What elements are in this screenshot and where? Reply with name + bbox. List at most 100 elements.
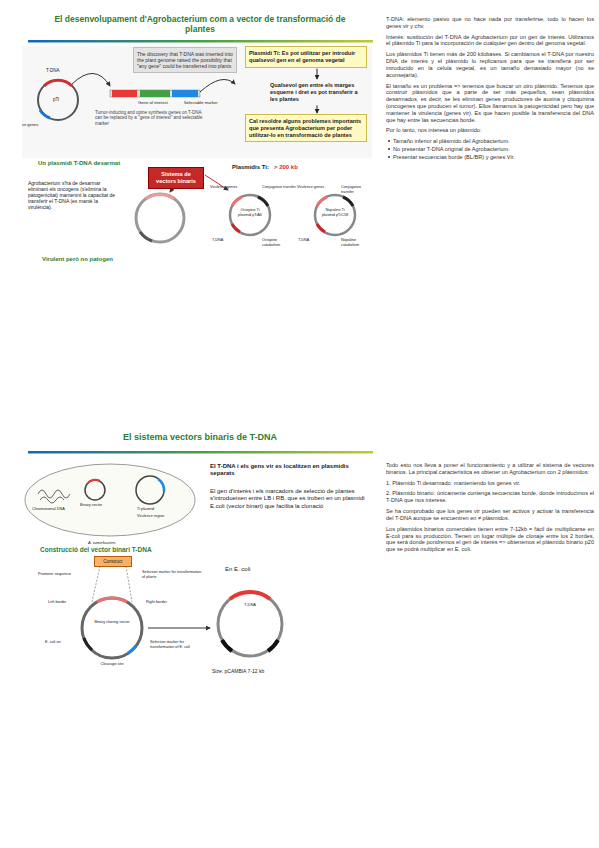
ti-plasmid-map bbox=[258, 197, 268, 206]
note-text: Interés: sustitución del T-DNA de Agroba… bbox=[386, 34, 594, 48]
note-text: Tamaño inferior al plásmido del Agrobact… bbox=[386, 138, 594, 145]
figure-label: Virulence genes bbox=[210, 185, 240, 190]
figure-label: Conjugative transfer bbox=[341, 185, 371, 194]
figure-label: Plasmidis Ti: bbox=[232, 164, 274, 171]
note-text: El tamaño es un problema => tenemos que … bbox=[386, 83, 594, 124]
figure-label: Virulent però no patogen bbox=[42, 256, 152, 263]
figure-label: > 200 kb bbox=[274, 164, 314, 171]
figure-label: Promoter sequence bbox=[38, 572, 82, 577]
ti-plasmid-map bbox=[232, 197, 242, 206]
ecoli-plasmid bbox=[218, 592, 282, 656]
gene-segment-bar bbox=[140, 90, 170, 97]
disarmed-plasmid bbox=[136, 194, 184, 242]
ti-plasmid-drawing bbox=[38, 80, 78, 120]
binary-cloning-vector bbox=[92, 566, 132, 602]
binary-cloning-vector bbox=[128, 646, 136, 653]
notes-column: Todo esto nos lleva a poner el funcionam… bbox=[386, 462, 594, 557]
agrobacterium-cell bbox=[85, 480, 105, 500]
note-text: No presentar T-DNA original de Agrobacte… bbox=[386, 146, 594, 153]
figure-label: En E. coli bbox=[225, 566, 285, 573]
ti-plasmid-drawing bbox=[72, 73, 110, 86]
figure-label: Conjugative transfer bbox=[262, 185, 296, 190]
ecoli-plasmid bbox=[230, 592, 270, 599]
figure-label: El T-DNA i els gens vir es localitzen en… bbox=[210, 463, 375, 478]
agrobacterium-cell bbox=[87, 480, 100, 484]
figure-label: Construcció del vector binari T-DNA bbox=[40, 546, 230, 554]
agrobacterium-cell bbox=[158, 479, 164, 492]
binary-cloning-vector bbox=[84, 638, 92, 650]
ti-plasmid-map bbox=[317, 224, 325, 232]
figure-label: Cleavage site bbox=[92, 662, 132, 667]
ecoli-plasmid bbox=[222, 640, 232, 651]
title-bar bbox=[28, 451, 373, 454]
figure-label: El sistema vectors binaris de T-DNA bbox=[40, 432, 360, 443]
figure-label: Binary cloning vector bbox=[94, 620, 130, 625]
ti-plasmid-map bbox=[343, 197, 353, 206]
note-text: Los plásmidos binarios comerciales tiene… bbox=[386, 526, 594, 553]
figure-label: Octopine catabolism bbox=[262, 238, 296, 247]
connector-arrow bbox=[317, 69, 318, 79]
title-bar bbox=[28, 40, 373, 43]
ti-plasmid-map bbox=[232, 224, 240, 232]
agrobacterium-cell bbox=[136, 476, 164, 504]
note-box: Plasmidi Ti: Es pot utilitzar per introd… bbox=[245, 46, 367, 68]
figure-ground bbox=[22, 46, 372, 158]
ti-plasmid-map bbox=[230, 195, 270, 235]
ecoli-plasmid bbox=[218, 592, 282, 656]
figure-label: Selectable marker bbox=[184, 100, 228, 105]
figure-label: Left border bbox=[48, 600, 78, 605]
note-box: The discovery that T-DNA was inserted in… bbox=[133, 47, 237, 73]
note-box: Cal resoldre alguns problemes importants… bbox=[245, 114, 367, 142]
node-text: Cal resoldre alguns problemes importants… bbox=[249, 118, 363, 138]
ti-plasmid-map bbox=[317, 197, 327, 206]
gene-segment-bar bbox=[200, 80, 235, 93]
gene-segment-bar bbox=[112, 90, 137, 97]
figure-label: Tumor-inducing and opine synthesis genes… bbox=[95, 110, 207, 126]
figure-ground bbox=[22, 46, 372, 158]
agrobacterium-cell bbox=[25, 464, 195, 536]
figure-label: T-DNA bbox=[238, 603, 262, 608]
disarmed-plasmid bbox=[136, 194, 184, 242]
figure-label: A. tumefaciens bbox=[88, 540, 138, 545]
figure-label: E. coli ori bbox=[45, 640, 79, 645]
figure-label: T-DNA bbox=[46, 68, 72, 73]
figure-label: pTi bbox=[53, 97, 67, 102]
ti-plasmid-drawing bbox=[44, 80, 72, 86]
figure-label: Virulence region bbox=[137, 514, 177, 519]
ti-plasmid-drawing bbox=[40, 110, 50, 118]
figure-label: T-DNA bbox=[298, 238, 320, 243]
gene-segment-bar bbox=[110, 90, 200, 97]
binary-cloning-vector bbox=[82, 598, 142, 658]
disarmed-plasmid bbox=[146, 194, 174, 199]
note-box: Construct bbox=[94, 556, 132, 567]
figure-label: Nopaline catabolism bbox=[341, 238, 371, 247]
notes-column: T-DNA: elemento pasivo que no hace nada … bbox=[386, 16, 594, 162]
note-text: 1. Plásmido Ti desarmado: manteniendo lo… bbox=[386, 480, 594, 487]
figure-label: Binary vector bbox=[80, 503, 112, 508]
figure-label: El desenvolupament d'Agrobacterium com a… bbox=[40, 14, 360, 35]
note-text: Se ha comprobado que los genes vir puede… bbox=[386, 508, 594, 522]
ti-plasmid-map bbox=[315, 195, 355, 235]
connector-arrow bbox=[317, 105, 318, 113]
figure-label: Octopine Ti plasmid pTiA6 bbox=[235, 208, 265, 217]
figure-label: Selection marker for transformation of p… bbox=[142, 570, 204, 579]
figure-label: Agrobacterium s'ha de desarmar eliminant… bbox=[28, 180, 120, 210]
highlight-box: Sistema de vectors binaris bbox=[148, 167, 204, 189]
ecoli-plasmid bbox=[268, 640, 278, 651]
node-text: The discovery that T-DNA was inserted in… bbox=[137, 51, 233, 69]
note-text: Los plásmidos Ti tienen más de 200 kilob… bbox=[386, 51, 594, 78]
note-text: 2. Plásmido binario: únicamente contenga… bbox=[386, 490, 594, 504]
node-text: Plasmidi Ti: Es pot utilitzar per introd… bbox=[249, 50, 363, 64]
agrobacterium-cell bbox=[25, 464, 195, 536]
node-text: Qualsevol gen entre els marges esquerre … bbox=[270, 82, 364, 102]
note-text: Por lo tanto, nos interesa un plásmido: bbox=[386, 127, 594, 134]
binary-cloning-vector bbox=[82, 566, 210, 658]
figure-label: Chromosomal DNA bbox=[32, 507, 76, 512]
gene-segment-bar bbox=[110, 80, 235, 98]
figure-label: Un plasmidi T-DNA desarmat bbox=[38, 160, 143, 167]
gene-segment-bar bbox=[172, 90, 198, 97]
figure-label: Selection marker for transformation of E… bbox=[150, 640, 208, 649]
text-box: Qualsevol gen entre els marges esquerre … bbox=[268, 80, 366, 104]
binary-cloning-vector bbox=[148, 628, 210, 629]
